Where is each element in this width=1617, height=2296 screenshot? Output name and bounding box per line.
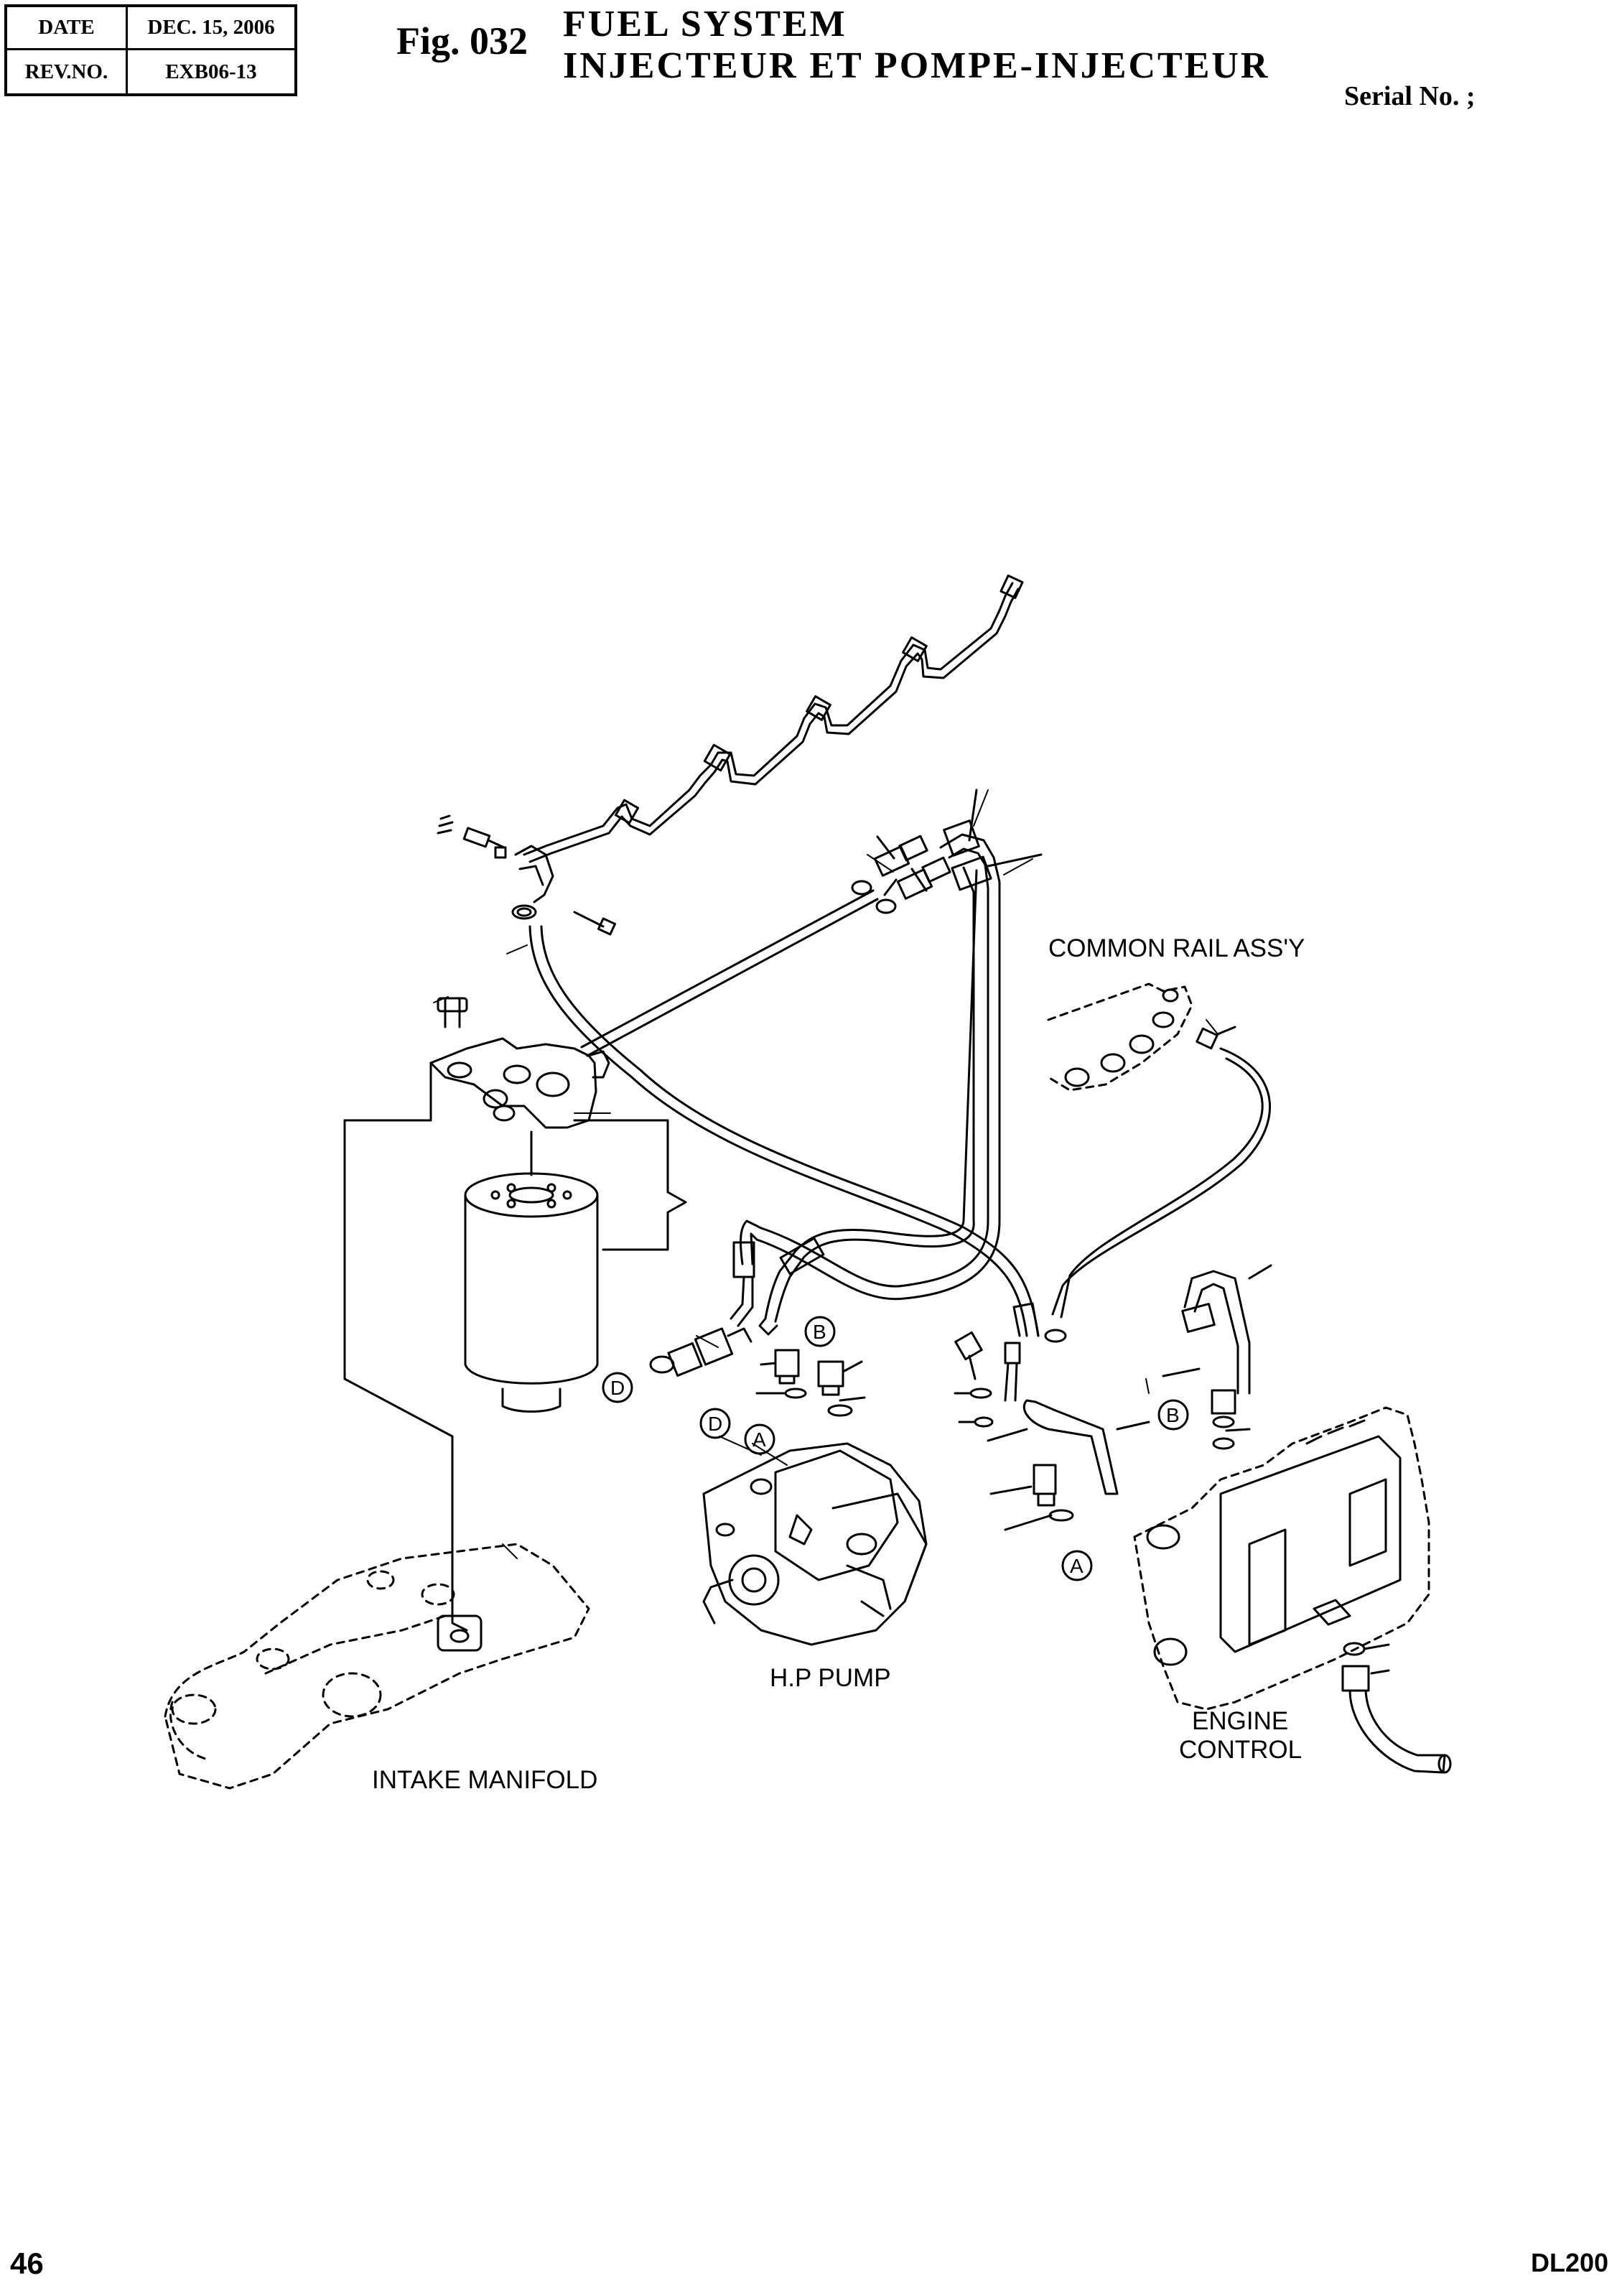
page-title: FUEL SYSTEM <box>563 4 847 45</box>
ref-label-a-pump: A <box>752 1428 766 1451</box>
date-value: DEC. 15, 2006 <box>128 7 294 50</box>
manifold-boss <box>437 1614 483 1652</box>
pump-fittings <box>649 1327 866 1417</box>
ref-label-d-pump: D <box>708 1413 722 1435</box>
hp-supply-pipes <box>730 1219 1001 1336</box>
callout-common-rail: COMMON RAIL ASS'Y <box>1048 934 1305 962</box>
callout-intake-manifold: INTAKE MANIFOLD <box>372 1766 597 1794</box>
injector-pipe-harness <box>437 574 1024 936</box>
rev-value: EXB06-13 <box>165 60 257 83</box>
ref-label-a-right: A <box>1070 1555 1084 1577</box>
callout-engine-control-line1: ENGINE <box>1192 1707 1288 1735</box>
fuel-return-pipe <box>528 889 1040 1337</box>
callout-engine-control-line2: CONTROL <box>1179 1736 1302 1764</box>
ref-label-b-ecu: B <box>1166 1404 1180 1426</box>
rev-label: REV.NO. <box>7 50 128 93</box>
page-number: 46 <box>10 2246 44 2280</box>
engine-control-unit <box>1133 1406 1430 1711</box>
reference-markers <box>602 1316 1189 1581</box>
banjo-fittings <box>954 1331 1150 1531</box>
rail-inlet-fittings <box>851 789 1043 1222</box>
leader-lines <box>433 789 1218 1559</box>
fuel-filter-assembly <box>343 997 687 1632</box>
rail-return-pipe <box>1044 1047 1272 1343</box>
ref-mark-d-left <box>602 1372 633 1403</box>
ref-mark-a-right <box>1061 1550 1093 1581</box>
figure-number: Fig. 032 <box>396 19 528 62</box>
serial-number: Serial No. ; <box>1344 81 1476 111</box>
ref-mark-b-ecu <box>1157 1399 1189 1431</box>
ref-mark-a-pump <box>744 1423 775 1455</box>
date-label: DATE <box>7 7 128 50</box>
intake-manifold-outline <box>164 1543 590 1790</box>
ref-label-b-pump: B <box>813 1321 826 1343</box>
callout-hp-pump: H.P PUMP <box>770 1664 891 1692</box>
ref-label-d-left: D <box>610 1377 625 1399</box>
ref-mark-b-pump <box>804 1316 836 1347</box>
revision-info-box: DATE DEC. 15, 2006 REV.NO. EXB06-13 <box>4 4 297 96</box>
ref-mark-d-pump <box>699 1408 731 1439</box>
model-code: DL200 <box>1531 2248 1609 2277</box>
page-subtitle: INJECTEUR ET POMPE-INJECTEUR <box>563 45 1270 86</box>
common-rail <box>1047 982 1236 1092</box>
hp-pump-body <box>702 1442 928 1646</box>
ecu-fuel-fittings <box>1162 1264 1452 1774</box>
